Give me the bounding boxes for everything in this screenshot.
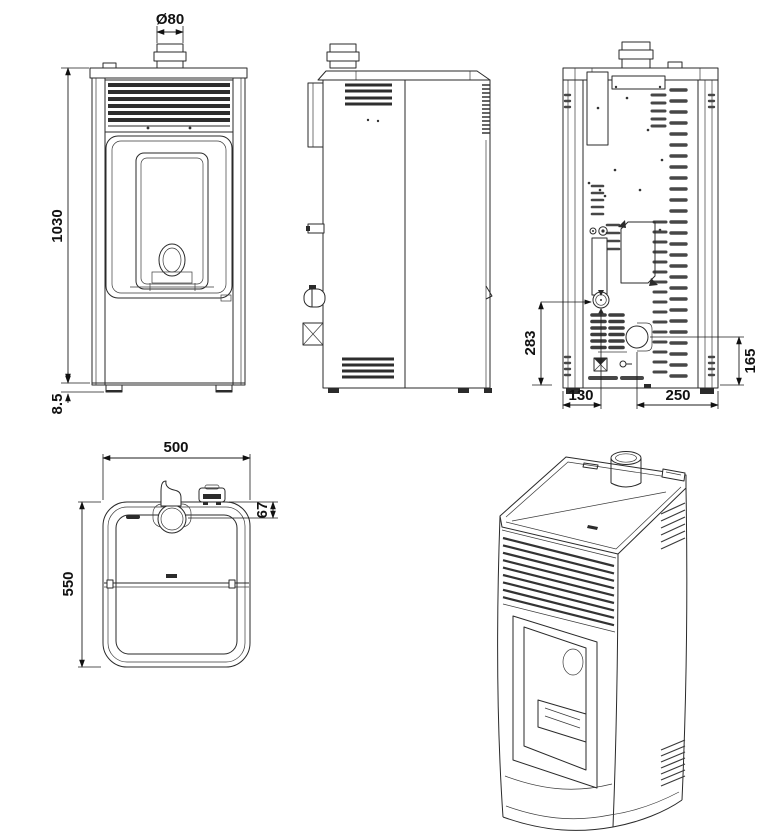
top-split-line bbox=[104, 574, 249, 589]
front-view: Ø80 1030 8.5 bbox=[49, 11, 248, 414]
rear-slot-grid bbox=[590, 313, 625, 350]
dim-top-flue-offset: 67 bbox=[188, 501, 278, 519]
top-width-label: 500 bbox=[163, 439, 188, 456]
side-door-latch bbox=[485, 285, 493, 300]
top-flue-offset-label: 67 bbox=[254, 502, 271, 519]
side-air-intake-pipe bbox=[303, 288, 326, 308]
rear-access-panel bbox=[618, 220, 658, 286]
front-flue-diameter-label: Ø80 bbox=[156, 11, 184, 28]
front-body bbox=[89, 62, 248, 386]
side-feet bbox=[328, 388, 492, 393]
dim-top-width: 500 bbox=[102, 439, 251, 500]
door-handle bbox=[158, 243, 186, 277]
dim-rear-intake-offset: 130 bbox=[562, 311, 602, 409]
perspective-view bbox=[497, 451, 688, 831]
front-overall-height-label: 1030 bbox=[49, 209, 66, 242]
side-body bbox=[307, 70, 491, 389]
perspective-side-vents bbox=[660, 502, 686, 787]
perspective-latch bbox=[661, 468, 686, 482]
dim-rear-outlet-offset: 250 bbox=[636, 352, 719, 409]
side-front-ribs bbox=[482, 84, 493, 388]
dim-front-flue-diameter: Ø80 bbox=[156, 11, 184, 43]
side-x-box bbox=[302, 322, 324, 346]
dim-front-overall-height: 1030 bbox=[49, 67, 90, 384]
side-flue-pipe bbox=[326, 43, 360, 69]
front-base bbox=[92, 382, 245, 393]
rear-outlet-offset-label: 250 bbox=[665, 387, 690, 404]
front-door bbox=[105, 135, 233, 302]
front-grille bbox=[104, 79, 234, 133]
perspective-door bbox=[512, 615, 598, 789]
side-rear-fittings bbox=[302, 223, 326, 346]
burn-pot bbox=[537, 699, 587, 743]
side-top-vents bbox=[345, 83, 392, 123]
dim-rear-outlet-height: 165 bbox=[650, 336, 757, 386]
rear-intake-height-label: 283 bbox=[522, 330, 539, 355]
top-view: 500 550 67 bbox=[60, 439, 278, 668]
rear-power-socket bbox=[589, 226, 608, 236]
rear-vent-slots-right bbox=[650, 88, 688, 378]
perspective-grille bbox=[501, 529, 617, 633]
dim-front-foot-height: 8.5 bbox=[49, 372, 104, 414]
dim-top-depth: 550 bbox=[60, 501, 101, 668]
perspective-top bbox=[499, 456, 687, 555]
front-flue-pipe bbox=[153, 43, 187, 69]
rear-intake-offset-label: 130 bbox=[568, 387, 593, 404]
rear-bottom-fittings bbox=[566, 357, 714, 394]
top-depth-label: 550 bbox=[60, 571, 77, 596]
rear-rating-label bbox=[591, 237, 608, 296]
side-bottom-vents bbox=[342, 357, 394, 379]
top-handle-hook bbox=[160, 480, 182, 507]
top-latch-box bbox=[198, 484, 226, 505]
front-foot-height-label: 8.5 bbox=[49, 394, 66, 415]
dim-rear-intake-height: 283 bbox=[522, 299, 592, 386]
rear-flue-pipe bbox=[618, 41, 683, 69]
rear-outlet-height-label: 165 bbox=[742, 348, 757, 373]
rear-view: 283 165 130 250 bbox=[522, 41, 757, 409]
top-slot bbox=[126, 515, 140, 519]
perspective-flue bbox=[610, 451, 642, 488]
rear-left-slots bbox=[590, 184, 621, 251]
perspective-body bbox=[497, 487, 688, 831]
side-view bbox=[302, 43, 493, 393]
